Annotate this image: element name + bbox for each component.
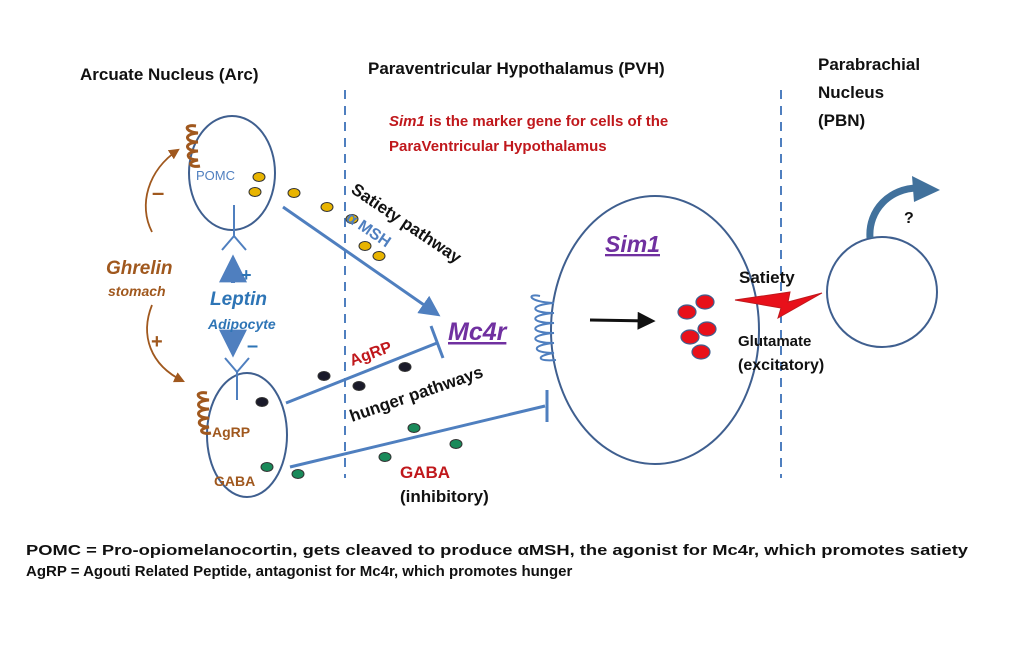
gaba-cell-label: GABA [214,473,255,489]
mc4r-receptor-coil [530,294,557,362]
adipocyte-label: Adipocyte [207,316,276,332]
gaba-transmitter-vesicle [449,439,463,449]
glutamate-vesicle [691,344,711,360]
pomc-leptin-receptor [221,234,247,251]
agrp-pathway-line [285,341,438,405]
ghrelin-plus-sign: + [151,331,163,353]
arc-region-title: Arcuate Nucleus (Arc) [80,65,259,84]
satiety-output-label: Satiety [739,268,795,287]
agrp-vesicle [255,397,269,407]
pbn-region-title-line2: Nucleus [818,83,884,102]
sim1-note-rest: is the marker gene for cells of the [425,113,668,130]
sim1-neuron [550,195,760,465]
gaba-transmitter-vesicle [407,423,421,433]
pomc-footnote: POMC = Pro-opiomelanocortin, gets cleave… [26,542,969,559]
agrp-cell-label: AgRP [212,424,250,440]
agrp-pathway-label: AgRP [348,339,395,370]
pbn-output-curved-arrow [866,184,919,239]
inhibitory-label: (inhibitory) [400,487,489,506]
agrp-peptide-vesicle [398,362,412,372]
alpha-msh-vesicle [287,188,301,198]
mc4r-label: Mc4r [448,318,508,346]
alpha-msh-vesicle [345,214,359,224]
leptin-minus-sign: – [247,335,258,357]
agrp-pathway-inhibit-bar [429,325,445,359]
pbn-unknown-label: ? [904,210,914,227]
leptin-label: Leptin [210,289,267,310]
pbn-output-arrowhead [912,176,940,202]
excitatory-label: (excitatory) [738,357,824,374]
gaba-pathway-line [289,404,546,469]
sim1-note-line2: ParaVentricular Hypothalamus [389,138,607,155]
pomc-receptor-coil [185,124,201,168]
sim1-signal-arrow [589,311,656,330]
gaba-vesicle [260,462,274,472]
glutamate-vesicle [680,329,700,345]
agrp-leptin-receptor [224,357,250,374]
glutamate-vesicle [695,294,715,310]
pbn-neuron [826,236,938,348]
gaba-pathway-label: GABA [400,463,450,482]
leptin-plus-sign: + [241,265,252,285]
ghrelin-label: Ghrelin [106,258,173,279]
satiety-pathway-arrow [282,205,441,317]
glutamate-vesicle [677,304,697,320]
alpha-msh-vesicle [320,202,334,212]
pvh-region-title: Paraventricular Hypothalamus (PVH) [368,59,665,78]
pomc-vesicle [248,187,262,197]
glutamate-vesicle [697,321,717,337]
gaba-transmitter-vesicle [291,469,305,479]
glutamate-label: Glutamate [738,333,811,350]
alpha-msh-vesicle [358,241,372,251]
stomach-label: stomach [108,283,166,299]
agrp-peptide-vesicle [317,371,331,381]
pbn-region-title-line3: (PBN) [818,111,865,130]
sim1-label: Sim1 [605,231,660,257]
agrp-receptor-coil [196,391,212,435]
lightning-bolt-icon [734,291,823,320]
alpha-msh-vesicle [372,251,386,261]
pbn-region-title-line1: Parabrachial [818,55,920,74]
ghrelin-to-pomc-arrow [144,148,180,233]
agrp-footnote: AgRP = Agouti Related Peptide, antagonis… [26,563,572,580]
sim1-note-gene: Sim1 [389,113,425,130]
pomc-vesicle [252,172,266,182]
pomc-label: POMC [196,168,235,183]
pomc-neuron [188,115,276,231]
ghrelin-to-agrp-arrow [146,304,185,383]
gaba-transmitter-vesicle [378,452,392,462]
agrp-peptide-vesicle [352,381,366,391]
sim1-note-line1: Sim1 is the marker gene for cells of the [389,113,668,130]
ghrelin-minus-sign: – [152,180,164,205]
